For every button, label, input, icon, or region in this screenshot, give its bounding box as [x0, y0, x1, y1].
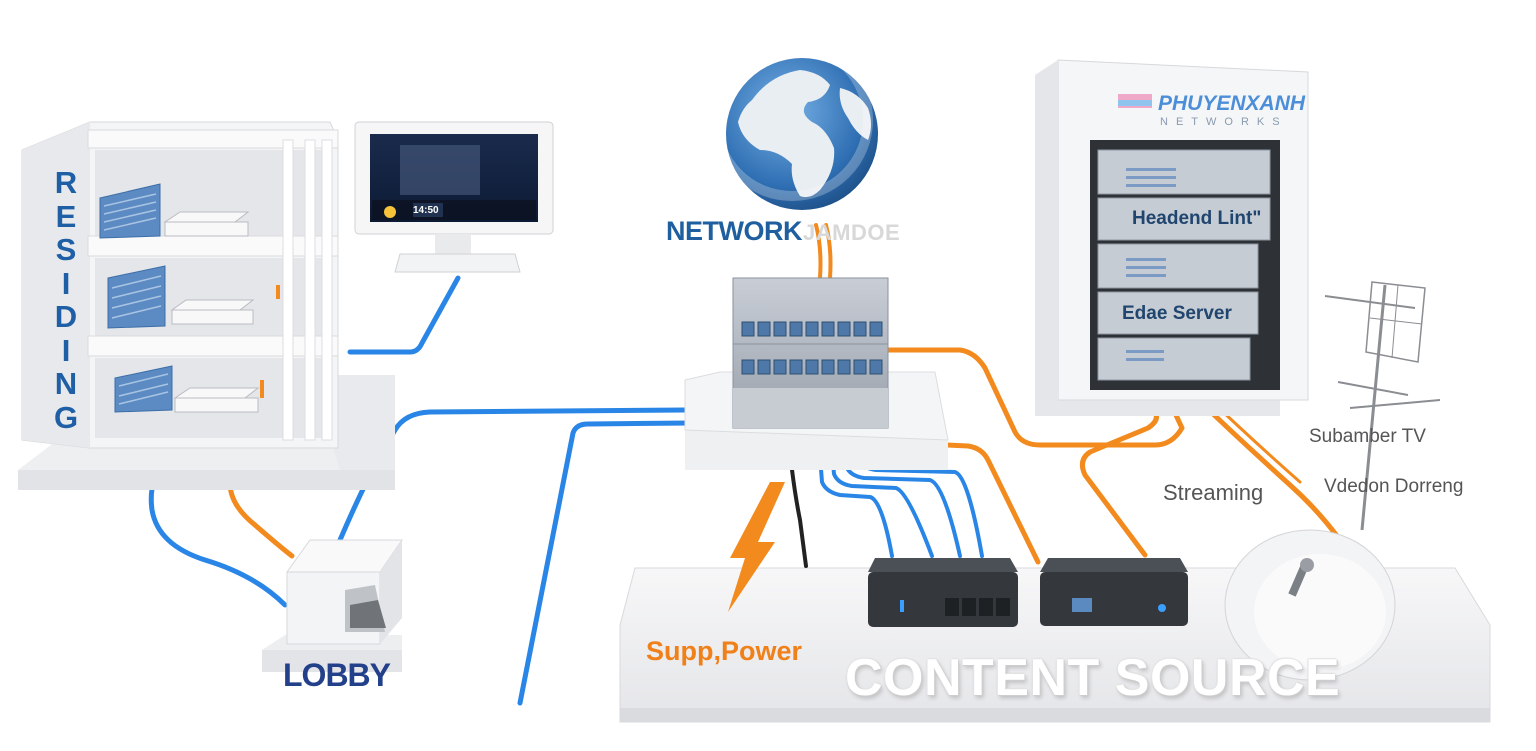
residential-building [18, 121, 395, 490]
network-suffix-label: JAMDOE [803, 220, 901, 245]
network-label: NETWORK [666, 216, 802, 246]
globe-icon [711, 39, 878, 210]
vod-label: Vdedon Dorreng [1324, 476, 1464, 497]
power-label: Supp,Power [646, 636, 803, 666]
streaming-label: Streaming [1163, 480, 1264, 505]
brand-logo [1118, 94, 1152, 108]
tv-clock: 14:50 [413, 205, 439, 216]
lightning-icon [728, 482, 785, 612]
lobby-label: LOBBY [283, 657, 391, 693]
satellite-dish-icon [1224, 529, 1396, 681]
brand-name: PHUYENXANH [1158, 92, 1306, 115]
edge-server-label: Edae Server [1122, 303, 1232, 324]
brand-subtitle: NETWORKS [1160, 116, 1288, 128]
antenna-icon [1324, 281, 1441, 531]
residing-label: R E S I D I N G [53, 165, 79, 435]
subscriber-tv-label: Subamber TV [1309, 426, 1426, 447]
headend-rack [1035, 59, 1309, 416]
content-source-label: CONTENT SOURCE [845, 649, 1341, 707]
encoder-device [868, 558, 1018, 627]
monitor [354, 121, 554, 273]
decoder-device [1040, 558, 1188, 626]
headend-label: Headend Lint" [1132, 208, 1262, 229]
network-switch [684, 277, 949, 470]
lobby-device [262, 539, 403, 672]
